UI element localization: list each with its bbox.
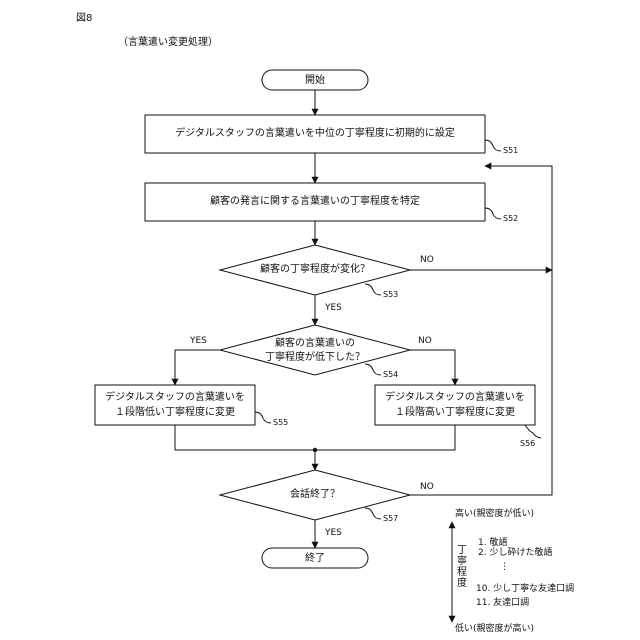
leader-s56 (525, 425, 541, 438)
step-s57-text: 会話終了？ (230, 488, 400, 502)
start-label: 開始 (262, 74, 368, 88)
branch-label-s54-no: NO (418, 337, 432, 346)
step-label-s54: S54 (383, 371, 398, 379)
step-s55-text-line1: デジタルスタッフの言葉遣いを (95, 391, 255, 405)
legend-item: 2. 少し砕けた敬語 (478, 549, 552, 558)
step-label-s52: S52 (503, 215, 518, 223)
branch-label-s57-no: NO (420, 483, 434, 492)
leader-s57 (365, 508, 381, 519)
legend-item: 11. 友達口調 (476, 599, 529, 608)
step-s56-text-line1: デジタルスタッフの言葉遣いを (375, 391, 535, 405)
leader-s55 (255, 412, 271, 423)
branch-label-s53-no: NO (420, 256, 434, 265)
legend-axis-label: 丁寧程度 (456, 545, 468, 589)
step-label-s53: S53 (383, 291, 398, 299)
leader-s54 (365, 364, 381, 375)
leader-s52 (485, 208, 501, 219)
end-label: 終了 (262, 552, 368, 566)
step-label-s56: S56 (520, 440, 535, 448)
step-s54-text-line2: 丁寧程度が低下した？ (230, 351, 400, 365)
step-label-s57: S57 (383, 515, 398, 523)
legend-bottom-label: 低い(親密度が高い) (455, 625, 534, 634)
step-s53-text: 顧客の丁寧程度が変化？ (230, 263, 400, 277)
step-label-s55: S55 (273, 419, 288, 427)
branch-label-s54-yes: YES (190, 337, 207, 346)
branch-label-s57-yes: YES (325, 529, 342, 538)
legend-item: 1. 敬語 (478, 539, 507, 548)
legend-top-label: 高い(親密度が低い) (455, 510, 534, 519)
step-s54-text-line1: 顧客の言葉遣いの (230, 337, 400, 351)
merge-junction-dot (313, 448, 317, 452)
legend-item: 10. 少し丁寧な友達口調 (476, 585, 574, 594)
figure-label: 図8 (76, 14, 92, 24)
legend-item-ellipsis: ⋮ (500, 563, 509, 572)
arrow-s54-no (410, 350, 455, 385)
arrow-s54-yes (175, 350, 220, 385)
step-s56-text-line2: １段階高い丁寧程度に変更 (375, 406, 535, 420)
step-s51-text: デジタルスタッフの言葉遣いを中位の丁寧程度に初期的に設定 (145, 127, 485, 141)
line-s55-merge (175, 425, 455, 450)
step-s52-text: 顧客の発言に関する言葉遣いの丁寧程度を特定 (145, 195, 485, 209)
leader-s53 (365, 284, 381, 295)
leader-s51 (485, 140, 501, 151)
process-title: （言葉遣い変更処理） (118, 38, 218, 48)
branch-label-s53-yes: YES (325, 304, 342, 313)
step-s55-text-line2: １段階低い丁寧程度に変更 (95, 406, 255, 420)
step-label-s51: S51 (503, 147, 518, 155)
